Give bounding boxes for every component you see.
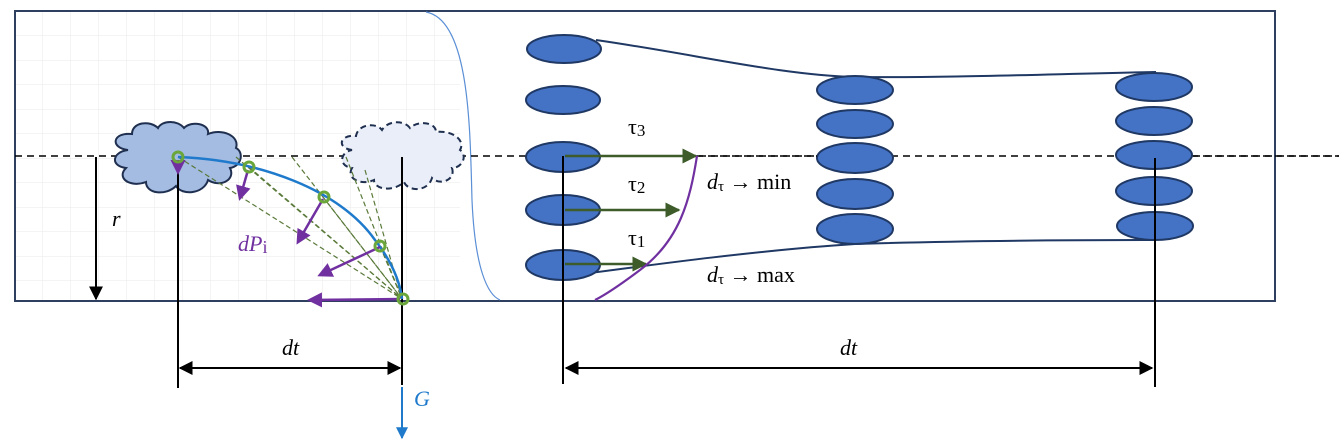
velocity-profile [594,155,699,301]
d-tau-min-label: dτ → min [707,169,791,195]
node-4 [373,239,387,253]
G-label: G [414,386,430,411]
d-tau-max-label: dτ → max [707,262,795,288]
dP-arrows [170,160,401,308]
node-1 [171,150,185,164]
dP-arrow-4 [317,245,381,277]
cloud-solid [114,121,242,194]
boundary-curve [425,11,501,301]
tau1-label: τ1 [628,225,645,251]
node-5 [396,292,410,306]
dP-arrow-5 [307,292,401,308]
force-lines [177,156,403,300]
node-2 [242,160,256,174]
dP-arrow-3 [296,198,325,245]
tau3-label: τ3 [628,114,645,140]
right-dt-label: dt [840,335,858,360]
trajectory-arc [177,155,404,300]
r-label: r [112,206,121,231]
node-3 [317,190,331,204]
dP-label: dPi [238,231,267,257]
left-dt-label: dt [282,335,300,360]
tau2-label: τ2 [628,171,645,197]
dP-arrow-2 [236,169,251,201]
cloud-ghost [341,121,465,190]
tau-arrows [565,148,698,272]
ellipse-column-2 [816,75,894,245]
nodes [171,150,410,306]
